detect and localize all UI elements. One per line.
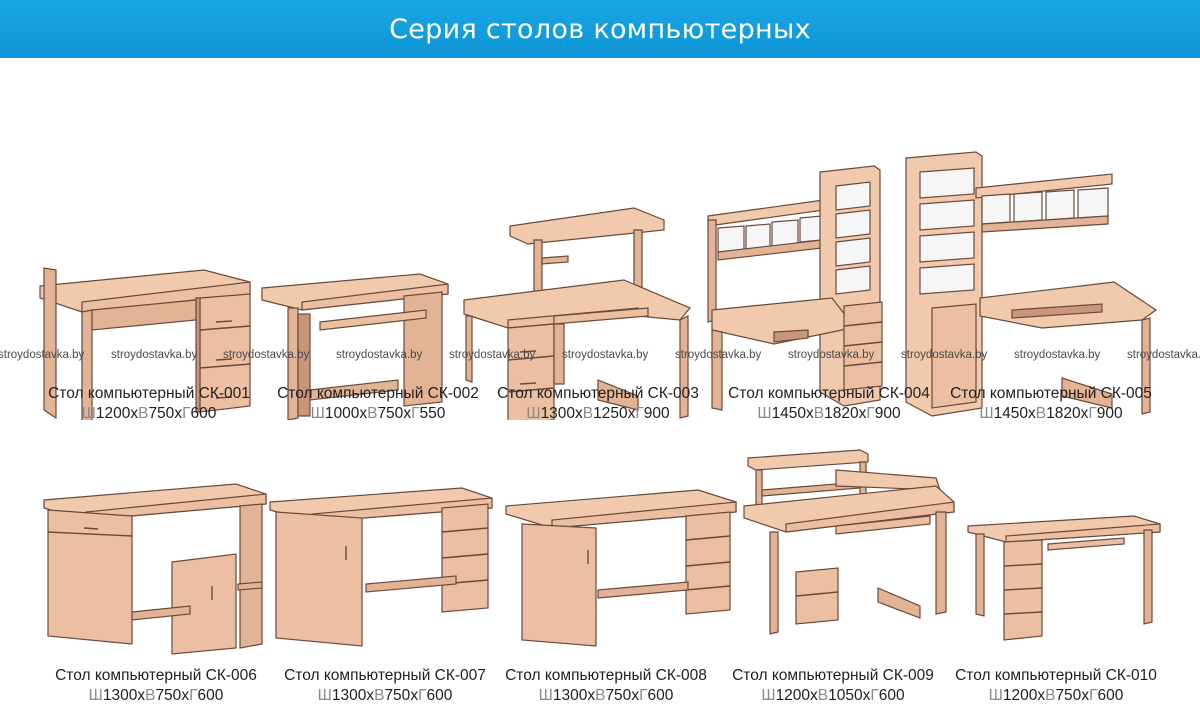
desk-image-sk-002[interactable] bbox=[258, 190, 458, 420]
product-caption-sk-001[interactable]: Стол компьютерный СК-001 Ш1200xВ750xГ600 bbox=[34, 384, 264, 424]
product-dimensions: Ш1200xВ1050xГ600 bbox=[761, 687, 905, 704]
product-name: Стол компьютерный СК-008 bbox=[505, 667, 707, 684]
product-caption-sk-007[interactable]: Стол компьютерный СК-007 Ш1300xВ750xГ600 bbox=[270, 666, 500, 706]
product-caption-sk-010[interactable]: Стол компьютерный СК-010 Ш1200xВ750xГ600 bbox=[941, 666, 1171, 706]
watermark: stroydostavka.by bbox=[1014, 349, 1101, 361]
product-dimensions: Ш1450xВ1820xГ900 bbox=[979, 405, 1123, 422]
product-name: Стол компьютерный СК-009 bbox=[732, 667, 934, 684]
product-name: Стол компьютерный СК-001 bbox=[48, 385, 250, 402]
product-name: Стол компьютерный СК-006 bbox=[55, 667, 257, 684]
product-caption-sk-009[interactable]: Стол компьютерный СК-009 Ш1200xВ1050xГ60… bbox=[718, 666, 948, 706]
product-caption-sk-003[interactable]: Стол компьютерный СК-003 Ш1300xВ1250xГ90… bbox=[483, 384, 713, 424]
desk-image-sk-008[interactable] bbox=[502, 480, 742, 660]
product-name: Стол компьютерный СК-002 bbox=[277, 385, 479, 402]
page-title: Серия столов компьютерных bbox=[389, 13, 811, 45]
watermark: stroydostavka.by bbox=[449, 349, 536, 361]
watermark: stroydostavka.by bbox=[336, 349, 423, 361]
product-name: Стол компьютерный СК-007 bbox=[284, 667, 486, 684]
desk-image-sk-001[interactable] bbox=[36, 190, 256, 420]
product-name: Стол компьютерный СК-003 bbox=[497, 385, 699, 402]
product-dimensions: Ш1300xВ750xГ600 bbox=[88, 687, 224, 704]
watermark: stroydostavka.by bbox=[1127, 349, 1200, 361]
watermark: stroydostavka.by bbox=[562, 349, 649, 361]
desk-image-sk-009[interactable] bbox=[740, 446, 970, 646]
product-dimensions: Ш1300xВ750xГ600 bbox=[317, 687, 453, 704]
product-name: Стол компьютерный СК-004 bbox=[728, 385, 930, 402]
product-caption-sk-004[interactable]: Стол компьютерный СК-004 Ш1450xВ1820xГ90… bbox=[714, 384, 944, 424]
product-row-1: stroydostavka.by stroydostavka.by stroyd… bbox=[0, 70, 1200, 430]
product-dimensions: Ш1200xВ750xГ600 bbox=[988, 687, 1124, 704]
product-name: Стол компьютерный СК-005 bbox=[950, 385, 1152, 402]
product-caption-sk-006[interactable]: Стол компьютерный СК-006 Ш1300xВ750xГ600 bbox=[41, 666, 271, 706]
watermark: stroydostavka.by bbox=[675, 349, 762, 361]
product-row-2: Стол компьютерный СК-006 Ш1300xВ750xГ600… bbox=[0, 440, 1200, 712]
watermark: stroydostavka.by bbox=[111, 349, 198, 361]
desk-image-sk-003[interactable] bbox=[458, 140, 698, 420]
desk-image-sk-010[interactable] bbox=[964, 512, 1164, 642]
product-dimensions: Ш1200xВ750xГ600 bbox=[81, 405, 217, 422]
desk-image-sk-005[interactable] bbox=[902, 140, 1162, 420]
product-dimensions: Ш1000xВ750xГ550 bbox=[310, 405, 446, 422]
title-banner: Серия столов компьютерных bbox=[0, 0, 1200, 58]
product-caption-sk-005[interactable]: Стол компьютерный СК-005 Ш1450xВ1820xГ90… bbox=[936, 384, 1166, 424]
watermark: stroydostavka.by bbox=[223, 349, 310, 361]
product-name: Стол компьютерный СК-010 bbox=[955, 667, 1157, 684]
watermark: stroydostavka.by bbox=[788, 349, 875, 361]
product-caption-sk-008[interactable]: Стол компьютерный СК-008 Ш1300xВ750xГ600 bbox=[491, 666, 721, 706]
product-dimensions: Ш1450xВ1820xГ900 bbox=[757, 405, 901, 422]
watermark: stroydostavka.by bbox=[901, 349, 988, 361]
product-caption-sk-002[interactable]: Стол компьютерный СК-002 Ш1000xВ750xГ550 bbox=[263, 384, 493, 424]
product-dimensions: Ш1300xВ1250xГ900 bbox=[526, 405, 670, 422]
desk-image-sk-007[interactable] bbox=[266, 480, 496, 660]
product-dimensions: Ш1300xВ750xГ600 bbox=[538, 687, 674, 704]
watermark: stroydostavka.by bbox=[0, 349, 85, 361]
desk-image-sk-004[interactable] bbox=[704, 140, 894, 420]
desk-image-sk-006[interactable] bbox=[40, 476, 270, 656]
